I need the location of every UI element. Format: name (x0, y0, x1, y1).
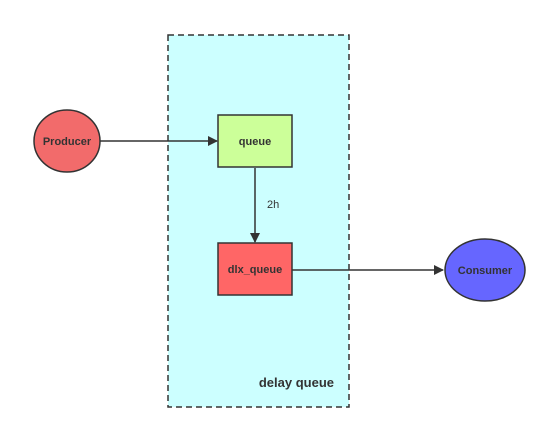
queue-label: queue (239, 136, 271, 148)
delay-queue-label: delay queue (259, 375, 334, 390)
dlx-queue-label: dlx_queue (228, 264, 282, 276)
queue-shape (217, 114, 293, 168)
node-producer: Producer (33, 109, 101, 173)
node-dlx-queue: dlx_queue (217, 242, 293, 296)
producer-shape (33, 109, 101, 173)
node-queue: queue (217, 114, 293, 168)
delay-queue-container (167, 34, 350, 408)
node-consumer: Consumer (444, 238, 526, 302)
producer-label: Producer (43, 136, 92, 148)
edge-label-2h: 2h (267, 199, 279, 211)
consumer-shape (444, 238, 526, 302)
consumer-label: Consumer (458, 265, 513, 277)
dlx-queue-shape (217, 242, 293, 296)
